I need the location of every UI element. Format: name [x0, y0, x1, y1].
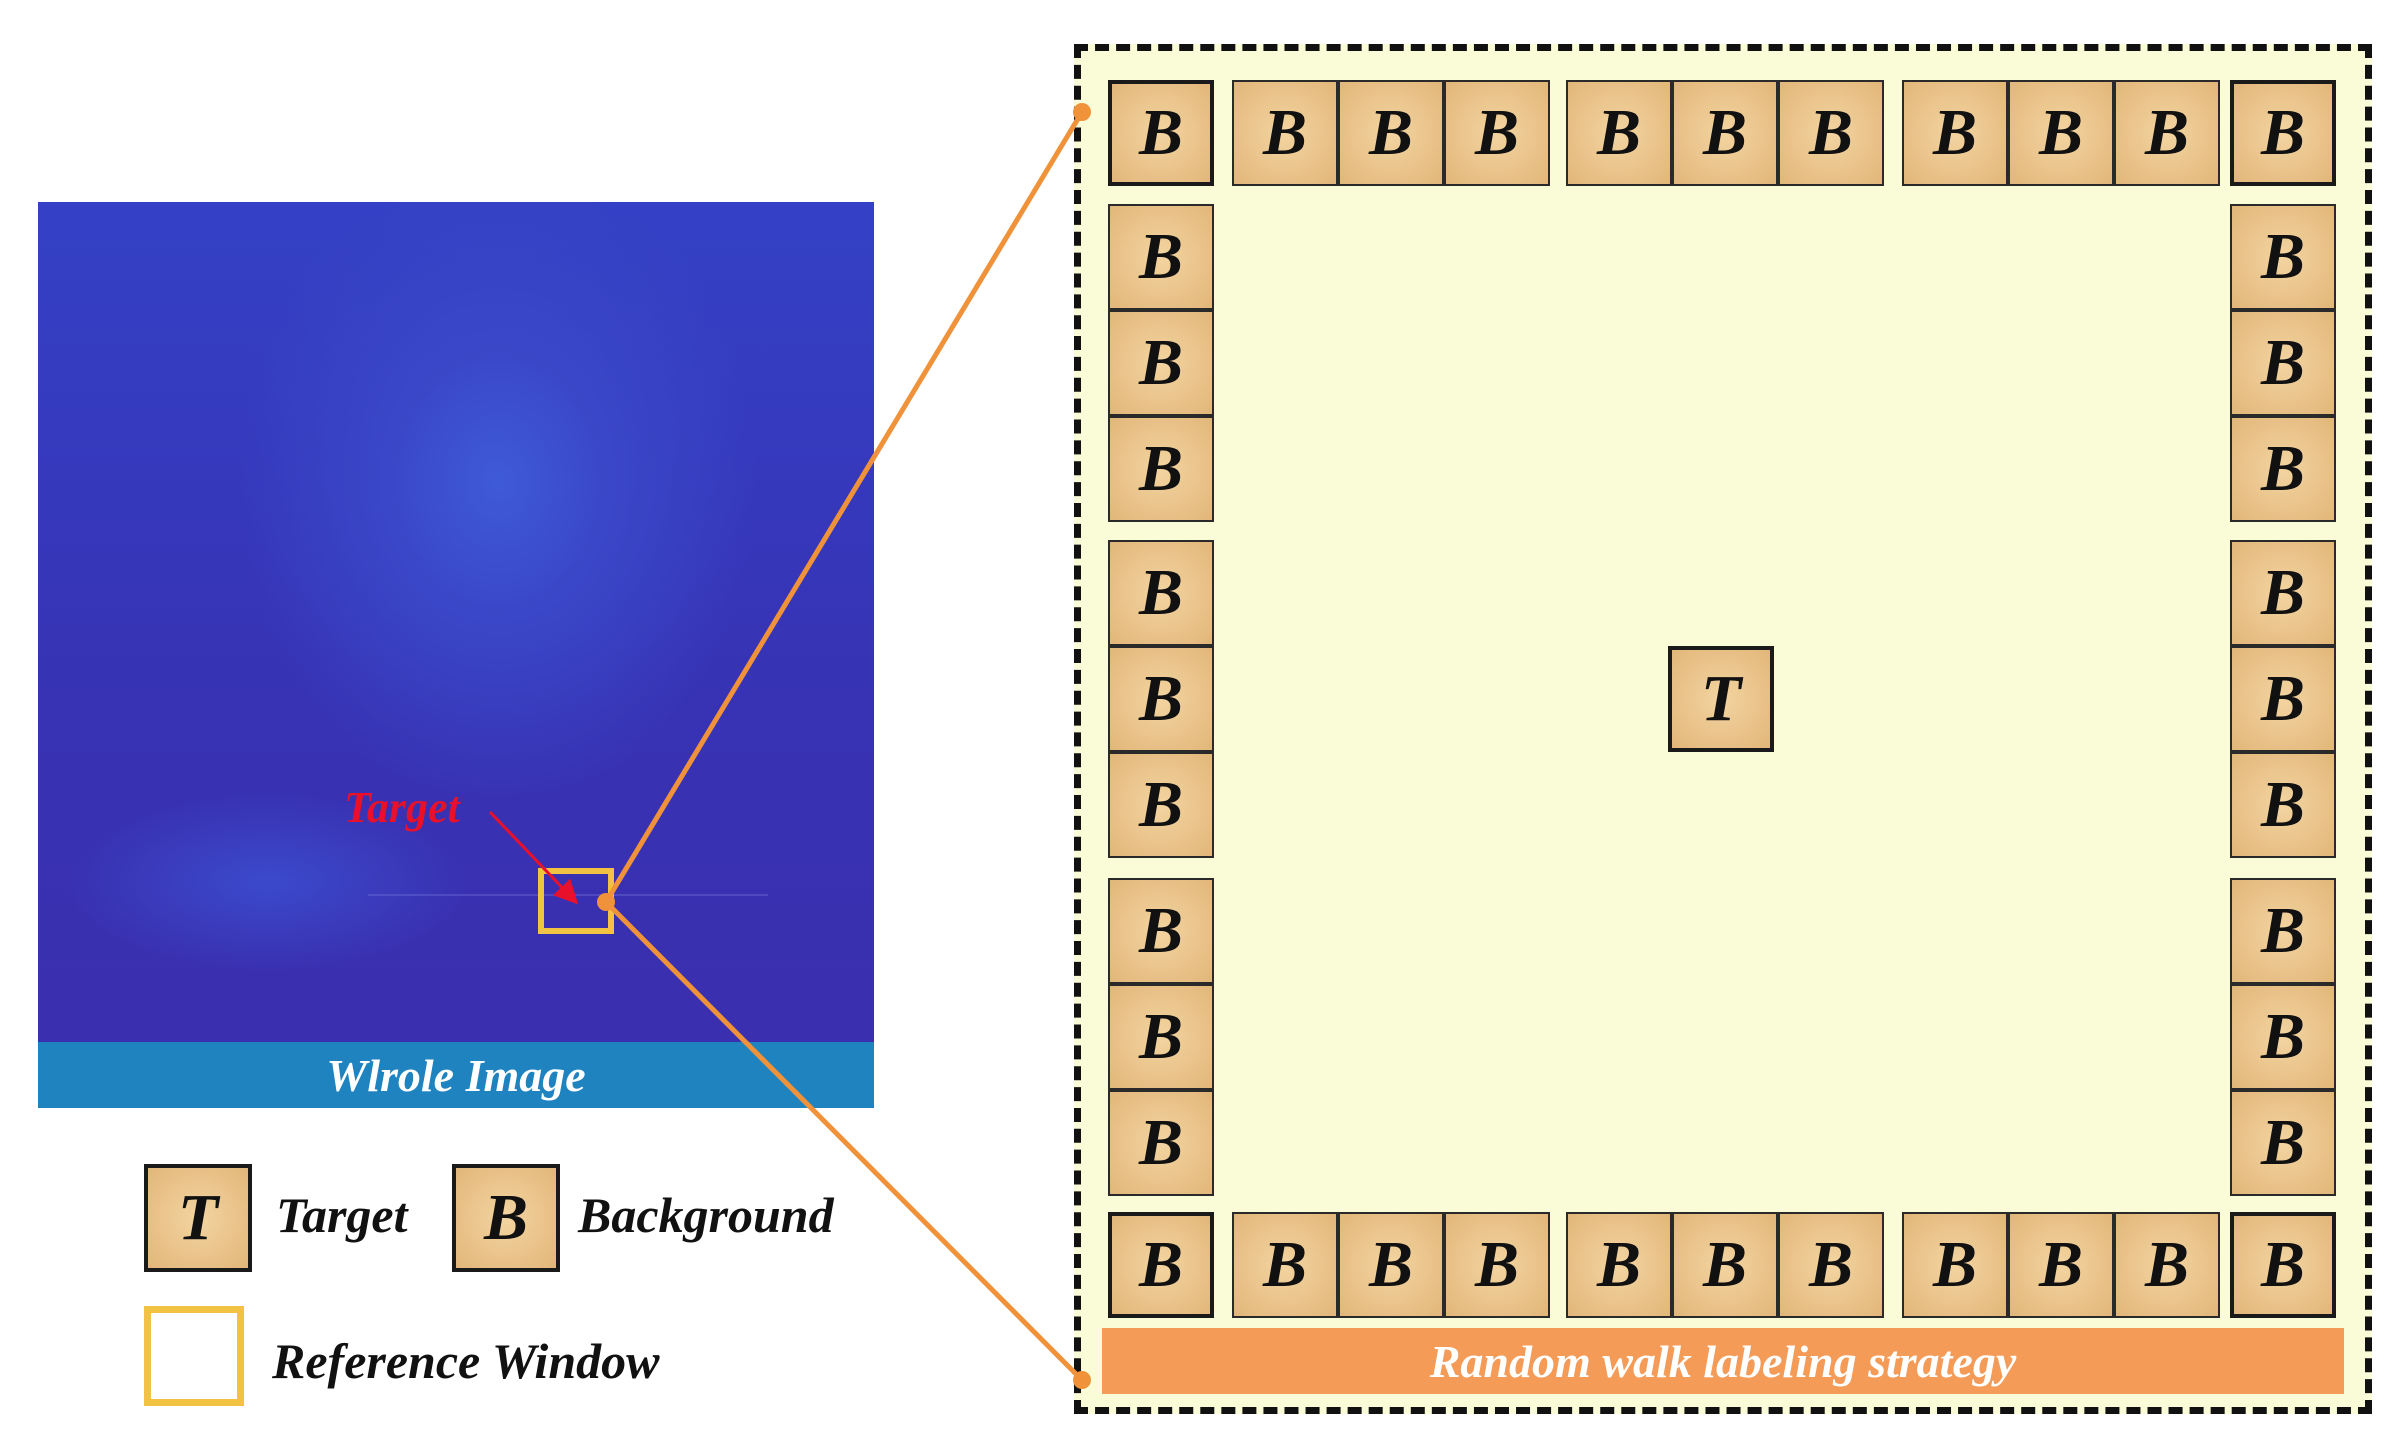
- background-cell-top: B: [1444, 80, 1550, 186]
- reference-window-marker: [538, 868, 614, 934]
- target-label: Target: [344, 783, 460, 832]
- background-cell-bottom: B: [1338, 1212, 1444, 1318]
- background-cell-bottom: B: [2114, 1212, 2220, 1318]
- background-cell-right: B: [2230, 646, 2336, 752]
- legend-background-text: Background: [578, 1187, 834, 1243]
- background-cell-top: B: [2114, 80, 2220, 186]
- legend-reference-text: Reference Window: [272, 1333, 660, 1389]
- legend-background-cell: B: [452, 1164, 560, 1272]
- background-cell-top: B: [1566, 80, 1672, 186]
- strategy-label: Random walk labeling strategy: [1102, 1328, 2344, 1394]
- legend-target-text: Target: [276, 1187, 408, 1243]
- background-cell-bottom: B: [2008, 1212, 2114, 1318]
- whole-image-caption: Wlrole Image: [38, 1042, 874, 1108]
- background-cell-left: B: [1108, 540, 1214, 646]
- background-cell-bottom: B: [1232, 1212, 1338, 1318]
- background-cell-bottom: B: [1778, 1212, 1884, 1318]
- background-cell-bottom-corner-left: B: [1108, 1212, 1214, 1318]
- legend-target-cell: T: [144, 1164, 252, 1272]
- background-cell-bottom-corner-right: B: [2230, 1212, 2336, 1318]
- background-cell-right: B: [2230, 1090, 2336, 1196]
- background-cell-left: B: [1108, 416, 1214, 522]
- background-cell-right: B: [2230, 540, 2336, 646]
- background-cell-bottom: B: [1902, 1212, 2008, 1318]
- background-cell-left: B: [1108, 646, 1214, 752]
- background-cell-top: B: [1338, 80, 1444, 186]
- background-cell-top: B: [1778, 80, 1884, 186]
- background-cell-right: B: [2230, 310, 2336, 416]
- background-cell-top: B: [1232, 80, 1338, 186]
- whole-image-panel: [38, 202, 874, 1044]
- background-cell-right: B: [2230, 752, 2336, 858]
- background-cell-right: B: [2230, 878, 2336, 984]
- background-cell-bottom: B: [1566, 1212, 1672, 1318]
- background-cell-left: B: [1108, 984, 1214, 1090]
- background-cell-right: B: [2230, 204, 2336, 310]
- background-cell-left: B: [1108, 310, 1214, 416]
- background-cell-right: B: [2230, 416, 2336, 522]
- target-cell-center: T: [1668, 646, 1774, 752]
- background-cell-top: B: [1672, 80, 1778, 186]
- background-cell-top: B: [2008, 80, 2114, 186]
- background-cell-bottom: B: [1672, 1212, 1778, 1318]
- legend-reference-window: [144, 1306, 244, 1406]
- background-cell-left: B: [1108, 204, 1214, 310]
- background-cell-left: B: [1108, 752, 1214, 858]
- background-cell-top: B: [1902, 80, 2008, 186]
- background-cell-left: B: [1108, 878, 1214, 984]
- background-cell-left: B: [1108, 1090, 1214, 1196]
- background-cell-top-corner-right: B: [2230, 80, 2336, 186]
- background-cell-bottom: B: [1444, 1212, 1550, 1318]
- background-cell-right: B: [2230, 984, 2336, 1090]
- background-cell-top-corner-left: B: [1108, 80, 1214, 186]
